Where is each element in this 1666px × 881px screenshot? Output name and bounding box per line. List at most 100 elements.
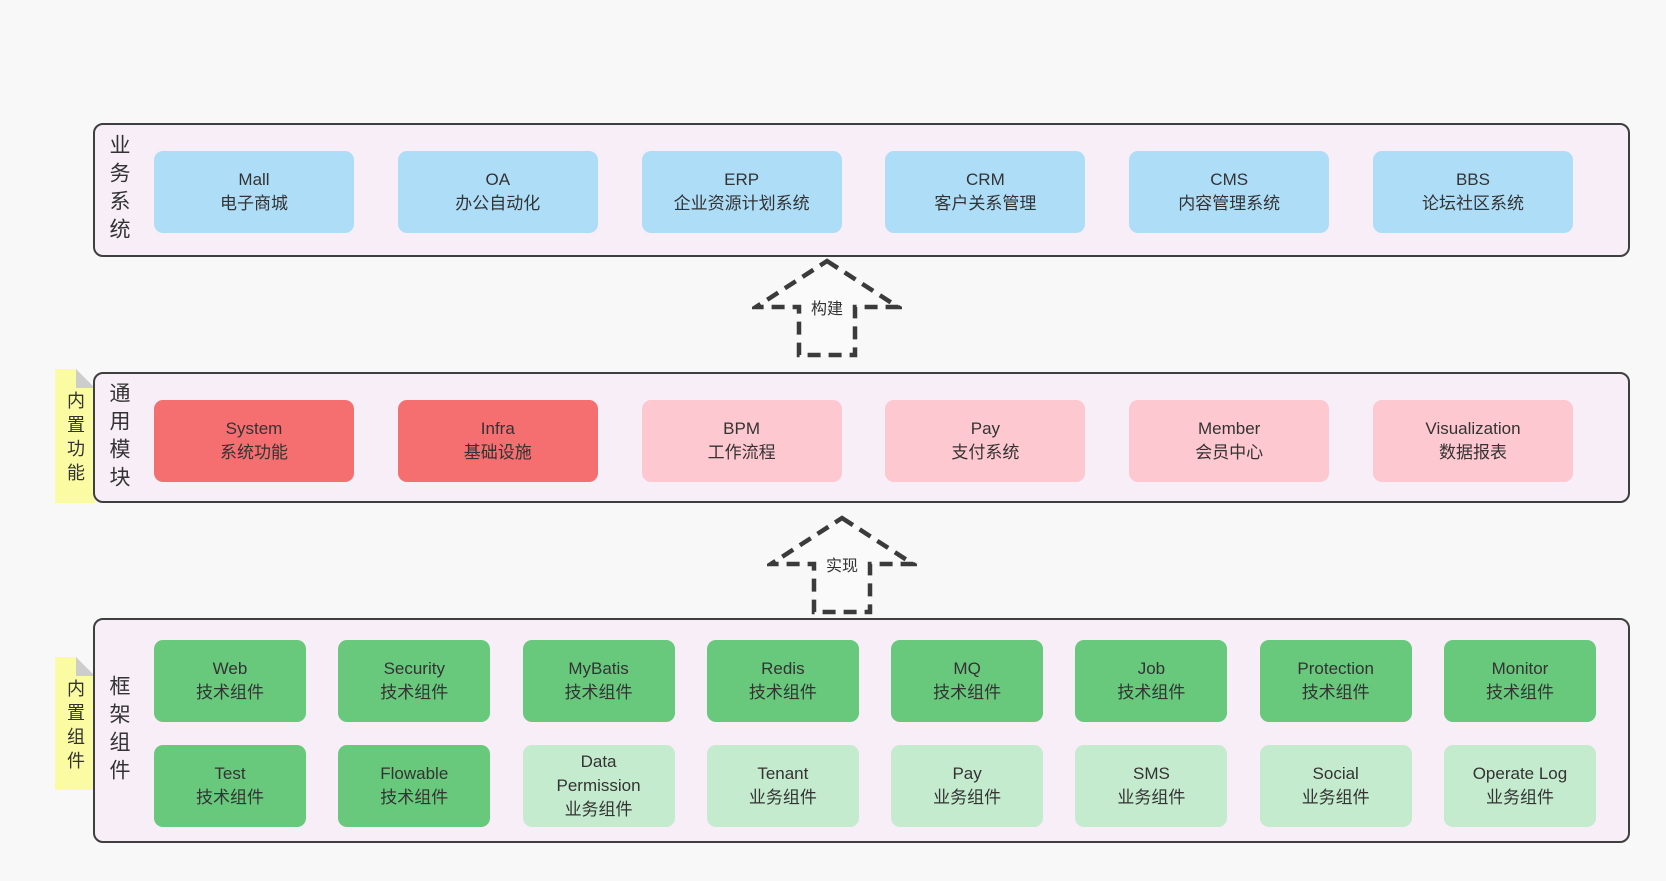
box-erp: ERP 企业资源计划系统 bbox=[641, 151, 842, 233]
box-oa-name: OA bbox=[485, 170, 511, 189]
box-monitor: Monitor 技术组件 bbox=[1443, 640, 1596, 722]
box-sms-name: SMS bbox=[1132, 764, 1170, 783]
built-in-features-note: 内置功能 bbox=[55, 369, 95, 503]
box-social-name: Social bbox=[1312, 764, 1359, 783]
box-system: System 系统功能 bbox=[154, 400, 354, 482]
common-modules-panel-title: 通用模块 bbox=[107, 381, 130, 494]
box-bbs-name: BBS bbox=[1455, 170, 1490, 189]
box-oa-desc: 办公自动化 bbox=[455, 194, 541, 213]
box-bpm-name: BPM bbox=[723, 419, 761, 438]
box-data-permission-desc: 业务组件 bbox=[564, 800, 633, 819]
box-job: Job 技术组件 bbox=[1075, 640, 1228, 722]
box-operate-log-desc: 业务组件 bbox=[1485, 788, 1554, 807]
box-monitor-desc: 技术组件 bbox=[1485, 683, 1554, 702]
box-infra-name: Infra bbox=[480, 419, 515, 438]
box-erp-desc: 企业资源计划系统 bbox=[673, 194, 810, 213]
box-tenant-name: Tenant bbox=[757, 764, 809, 783]
box-member-name: Member bbox=[1198, 419, 1261, 438]
box-web: Web 技术组件 bbox=[154, 640, 306, 722]
build-arrow: 构建 bbox=[752, 257, 902, 359]
box-social: Social 业务组件 bbox=[1259, 745, 1412, 827]
box-system-desc: 系统功能 bbox=[220, 443, 288, 462]
box-mall-name: Mall bbox=[238, 170, 270, 189]
box-crm-name: CRM bbox=[966, 170, 1005, 189]
box-security: Security 技术组件 bbox=[338, 640, 491, 722]
box-pay-desc: 支付系统 bbox=[951, 443, 1020, 462]
box-mq-desc: 技术组件 bbox=[933, 683, 1002, 702]
built-in-components-note-label: 内置组件 bbox=[65, 679, 85, 775]
box-redis: Redis 技术组件 bbox=[706, 640, 859, 722]
box-job-name: Job bbox=[1137, 659, 1166, 678]
box-web-desc: 技术组件 bbox=[196, 683, 264, 702]
box-visualization-desc: 数据报表 bbox=[1438, 443, 1507, 462]
box-tenant-desc: 业务组件 bbox=[748, 788, 817, 807]
box-test: Test 技术组件 bbox=[154, 745, 306, 827]
box-test-desc: 技术组件 bbox=[196, 788, 264, 807]
box-mall: Mall 电子商城 bbox=[154, 151, 354, 233]
box-crm-desc: 客户关系管理 bbox=[934, 194, 1037, 213]
box-protection-desc: 技术组件 bbox=[1301, 683, 1370, 702]
box-mybatis-desc: 技术组件 bbox=[564, 683, 633, 702]
box-sms: SMS 业务组件 bbox=[1075, 745, 1228, 827]
box-pay-biz-desc: 业务组件 bbox=[933, 788, 1002, 807]
build-arrow-label: 构建 bbox=[808, 295, 846, 319]
box-cms: CMS 内容管理系统 bbox=[1129, 151, 1330, 233]
implement-arrow: 实现 bbox=[767, 514, 917, 616]
box-data-permission-name: Data Permission bbox=[556, 752, 641, 795]
box-security-desc: 技术组件 bbox=[380, 683, 449, 702]
box-system-name: System bbox=[225, 419, 283, 438]
box-monitor-name: Monitor bbox=[1491, 659, 1549, 678]
box-mq: MQ 技术组件 bbox=[891, 640, 1044, 722]
box-web-name: Web bbox=[212, 659, 248, 678]
box-crm: CRM 客户关系管理 bbox=[885, 151, 1086, 233]
business-systems-panel: 业务系统 Mall 电子商城 OA 办公自动化 ERP 企业资源计划系统 CRM… bbox=[93, 123, 1630, 257]
built-in-features-note-label: 内置功能 bbox=[65, 391, 85, 487]
box-protection-name: Protection bbox=[1297, 659, 1374, 678]
box-flowable-desc: 技术组件 bbox=[380, 788, 449, 807]
box-cms-name: CMS bbox=[1210, 170, 1249, 189]
built-in-components-note: 内置组件 bbox=[55, 657, 95, 790]
box-social-desc: 业务组件 bbox=[1301, 788, 1370, 807]
framework-components-panel: 框架组件 Web 技术组件 Security 技术组件 MyBatis 技术组件… bbox=[93, 618, 1630, 843]
box-test-name: Test bbox=[214, 764, 246, 783]
box-cms-desc: 内容管理系统 bbox=[1178, 194, 1281, 213]
box-mq-name: MQ bbox=[953, 659, 981, 678]
box-protection: Protection 技术组件 bbox=[1259, 640, 1412, 722]
business-systems-panel-title: 业务系统 bbox=[107, 134, 130, 246]
box-data-permission: Data Permission 业务组件 bbox=[522, 745, 675, 827]
framework-components-row-1: Web 技术组件 Security 技术组件 MyBatis 技术组件 Redi… bbox=[154, 640, 1596, 722]
framework-components-panel-title: 框架组件 bbox=[107, 674, 130, 787]
box-flowable: Flowable 技术组件 bbox=[338, 745, 491, 827]
box-oa: OA 办公自动化 bbox=[397, 151, 598, 233]
box-bpm: BPM 工作流程 bbox=[641, 400, 842, 482]
box-visualization-name: Visualization bbox=[1425, 419, 1521, 438]
box-operate-log: Operate Log 业务组件 bbox=[1443, 745, 1596, 827]
box-job-desc: 技术组件 bbox=[1117, 683, 1186, 702]
box-sms-desc: 业务组件 bbox=[1117, 788, 1186, 807]
common-modules-panel: 通用模块 System 系统功能 Infra 基础设施 BPM 工作流程 Pay… bbox=[93, 372, 1630, 503]
box-redis-desc: 技术组件 bbox=[748, 683, 817, 702]
box-operate-log-name: Operate Log bbox=[1472, 764, 1568, 783]
box-mall-desc: 电子商城 bbox=[220, 194, 288, 213]
box-pay-biz: Pay 业务组件 bbox=[891, 745, 1044, 827]
business-systems-row: Mall 电子商城 OA 办公自动化 ERP 企业资源计划系统 CRM 客户关系… bbox=[154, 151, 1573, 233]
box-mybatis-name: MyBatis bbox=[568, 659, 629, 678]
common-modules-row: System 系统功能 Infra 基础设施 BPM 工作流程 Pay 支付系统… bbox=[154, 400, 1573, 482]
box-bbs: BBS 论坛社区系统 bbox=[1372, 151, 1573, 233]
implement-arrow-label: 实现 bbox=[823, 552, 861, 576]
box-pay-name: Pay bbox=[970, 419, 1001, 438]
box-bbs-desc: 论坛社区系统 bbox=[1421, 194, 1524, 213]
box-flowable-name: Flowable bbox=[380, 764, 449, 783]
box-infra-desc: 基础设施 bbox=[463, 443, 532, 462]
box-mybatis: MyBatis 技术组件 bbox=[522, 640, 675, 722]
box-member-desc: 会员中心 bbox=[1195, 443, 1264, 462]
box-security-name: Security bbox=[383, 659, 445, 678]
framework-components-row-2: Test 技术组件 Flowable 技术组件 Data Permission … bbox=[154, 745, 1596, 827]
box-member: Member 会员中心 bbox=[1129, 400, 1330, 482]
box-redis-name: Redis bbox=[761, 659, 805, 678]
box-visualization: Visualization 数据报表 bbox=[1372, 400, 1573, 482]
box-pay: Pay 支付系统 bbox=[885, 400, 1086, 482]
box-bpm-desc: 工作流程 bbox=[707, 443, 776, 462]
box-erp-name: ERP bbox=[724, 170, 760, 189]
